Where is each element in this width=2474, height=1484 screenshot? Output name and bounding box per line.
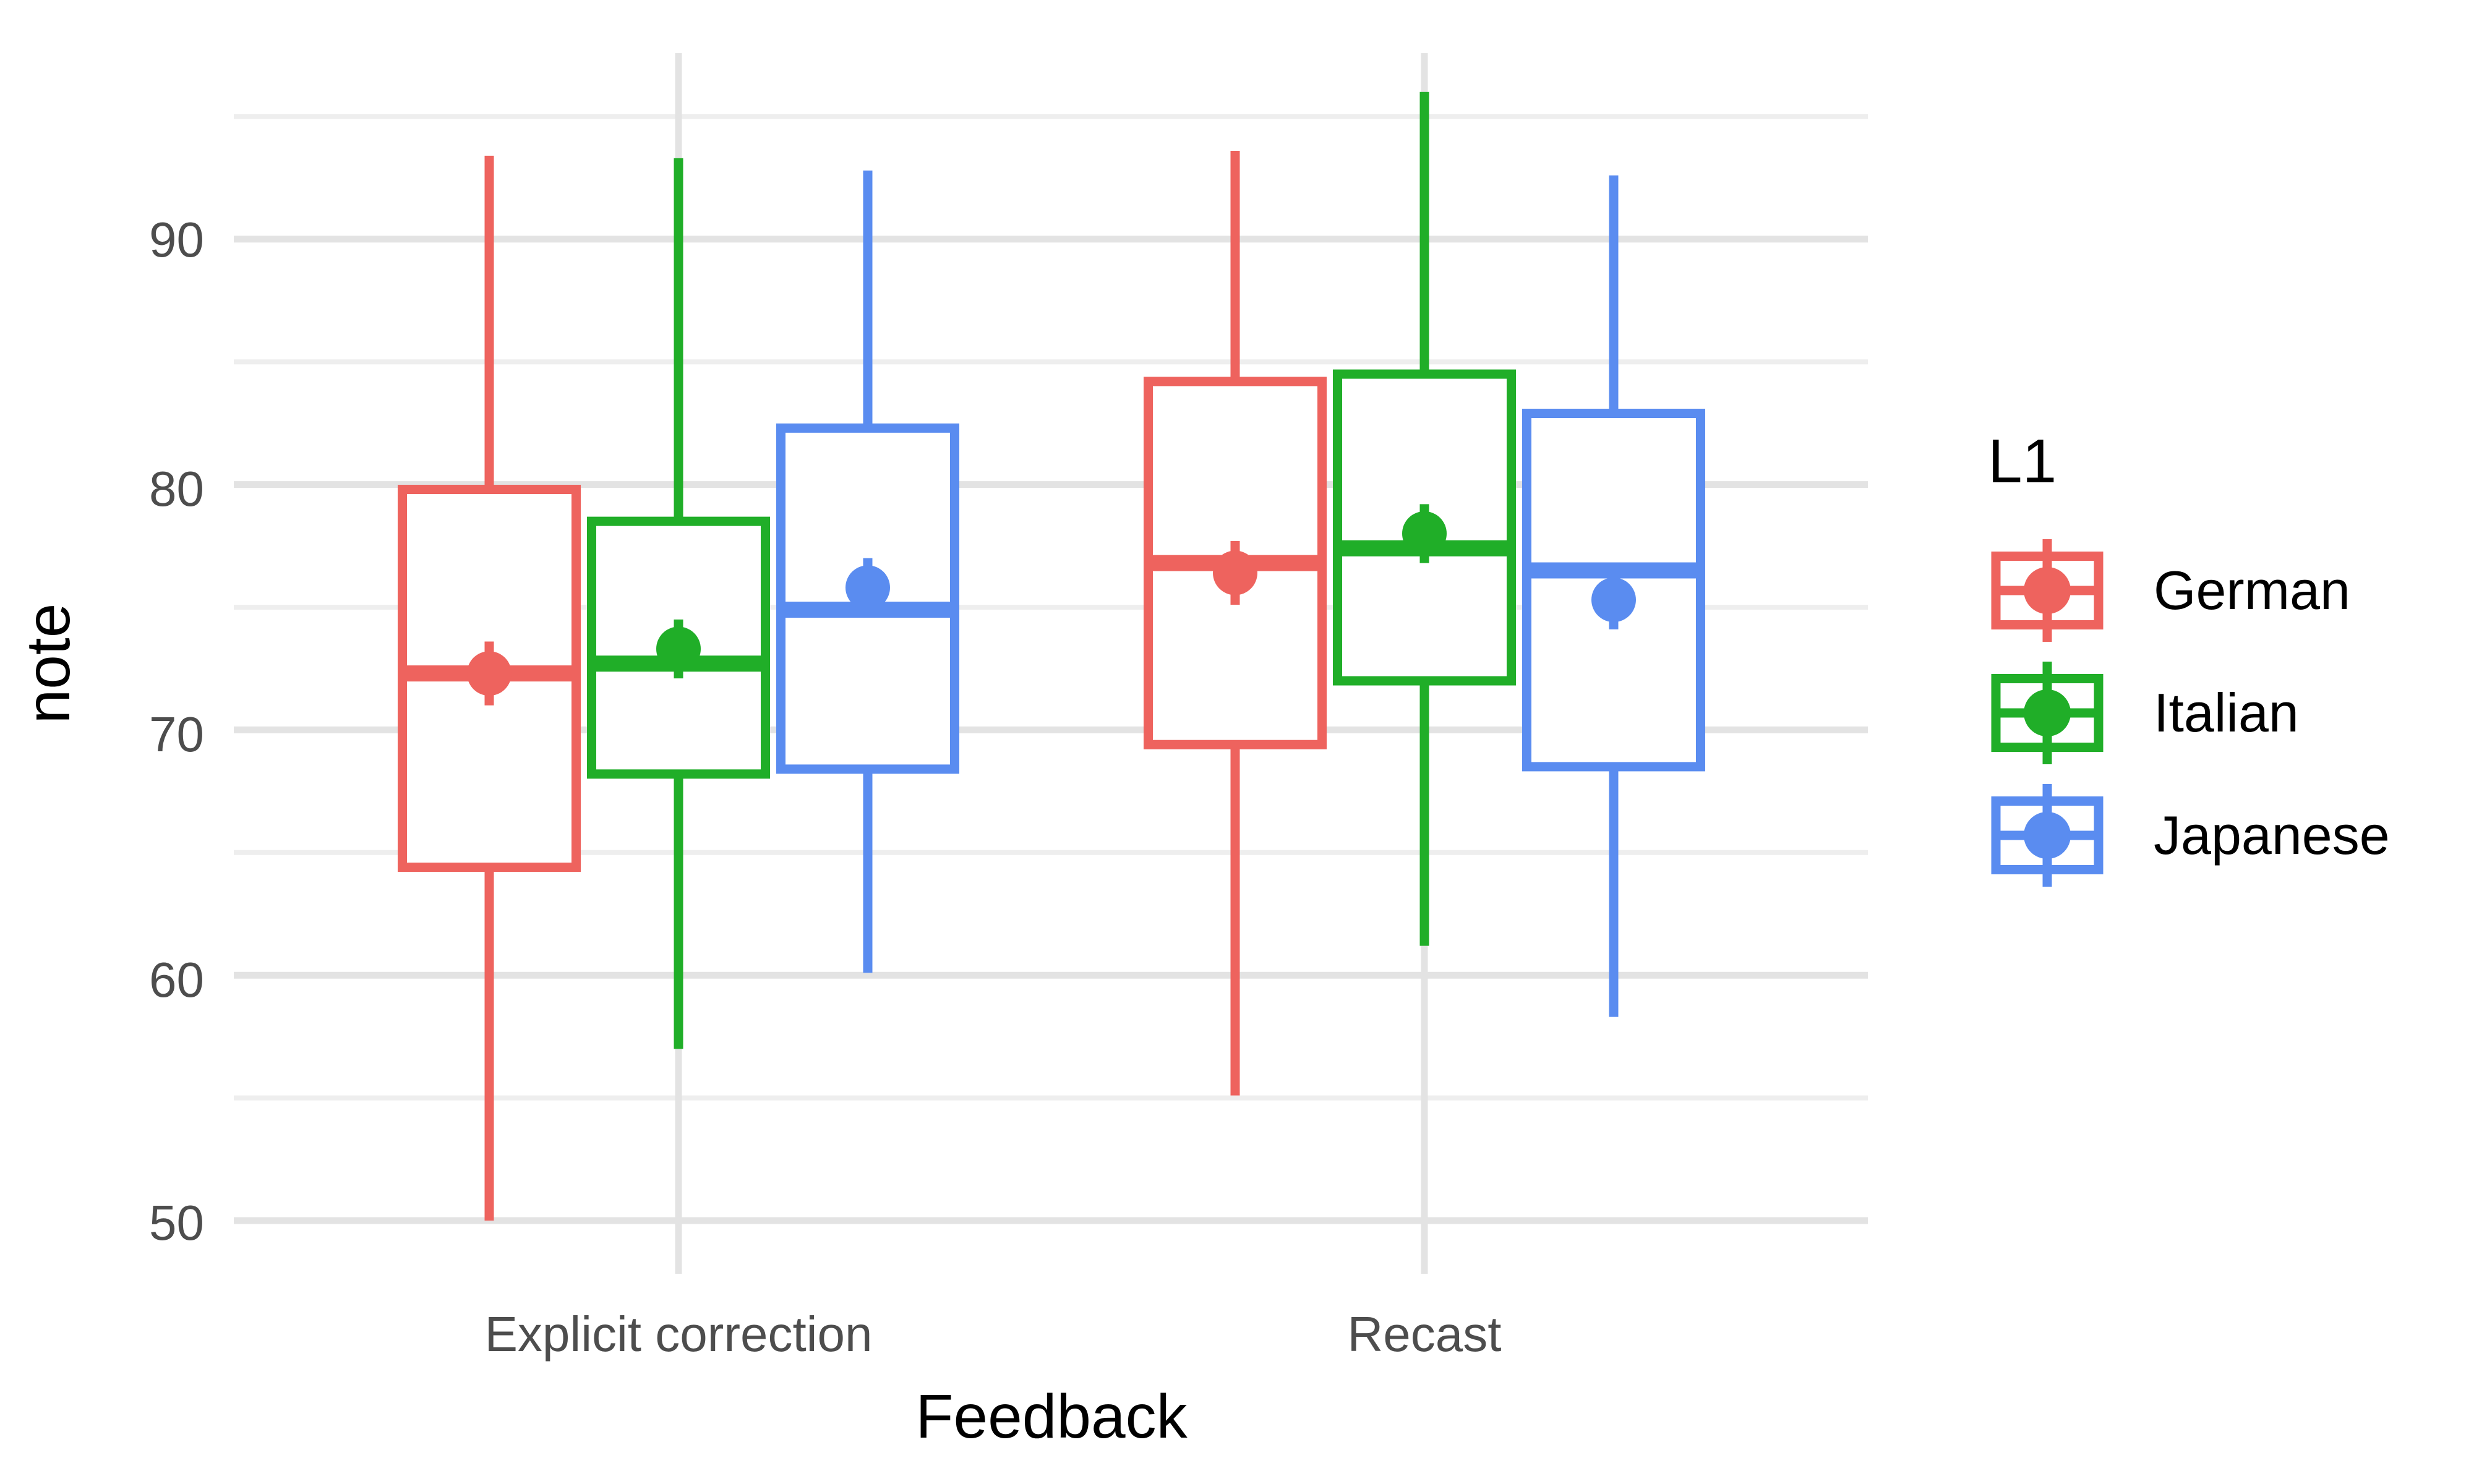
legend-key-japanese [1991,784,2104,887]
mean-point [845,565,890,610]
legend-key-italian [1991,662,2104,764]
y-tick-label-90: 90 [149,212,204,267]
legend-title: L1 [1988,427,2057,496]
boxplot-japanese-recast [1522,175,1705,1017]
boxplot-italian-recast [1333,92,1516,946]
key-mean-point [2024,812,2071,859]
mean-point [1591,578,1636,623]
boxplots [398,92,1705,1221]
key-mean-point [2024,567,2071,614]
y-tick-label-50: 50 [149,1195,204,1250]
legend-key-german [1991,539,2104,642]
y-tick-label-60: 60 [149,952,204,1007]
mean-point [1213,550,1257,595]
y-tick-label-80: 80 [149,461,204,516]
boxplot-german-recast [1144,150,1327,1096]
mean-point [1402,511,1447,556]
iqr-box [587,516,770,779]
mean-point [467,651,511,696]
x-tick-label-explicit-correction: Explicit correction [485,1307,873,1362]
axis-text: 90 80 70 60 50 Explicit correction Recas… [14,212,2390,1451]
legend-label-japanese: Japanese [2154,804,2390,866]
legend-label-german: German [2154,560,2350,621]
mean-point [656,626,701,672]
legend-label-italian: Italian [2154,682,2299,743]
boxplot-german-explicit-correction [398,155,581,1221]
x-axis-title: Feedback [915,1382,1188,1451]
iqr-box [776,423,959,774]
x-tick-label-recast: Recast [1348,1307,1502,1362]
legend-keys [1991,539,2104,887]
boxplot-italian-explicit-correction [587,158,770,1049]
y-axis-title: note [14,603,83,724]
y-tick-label-70: 70 [149,707,204,762]
boxplot-japanese-explicit-correction [776,170,959,973]
key-mean-point [2024,689,2071,736]
